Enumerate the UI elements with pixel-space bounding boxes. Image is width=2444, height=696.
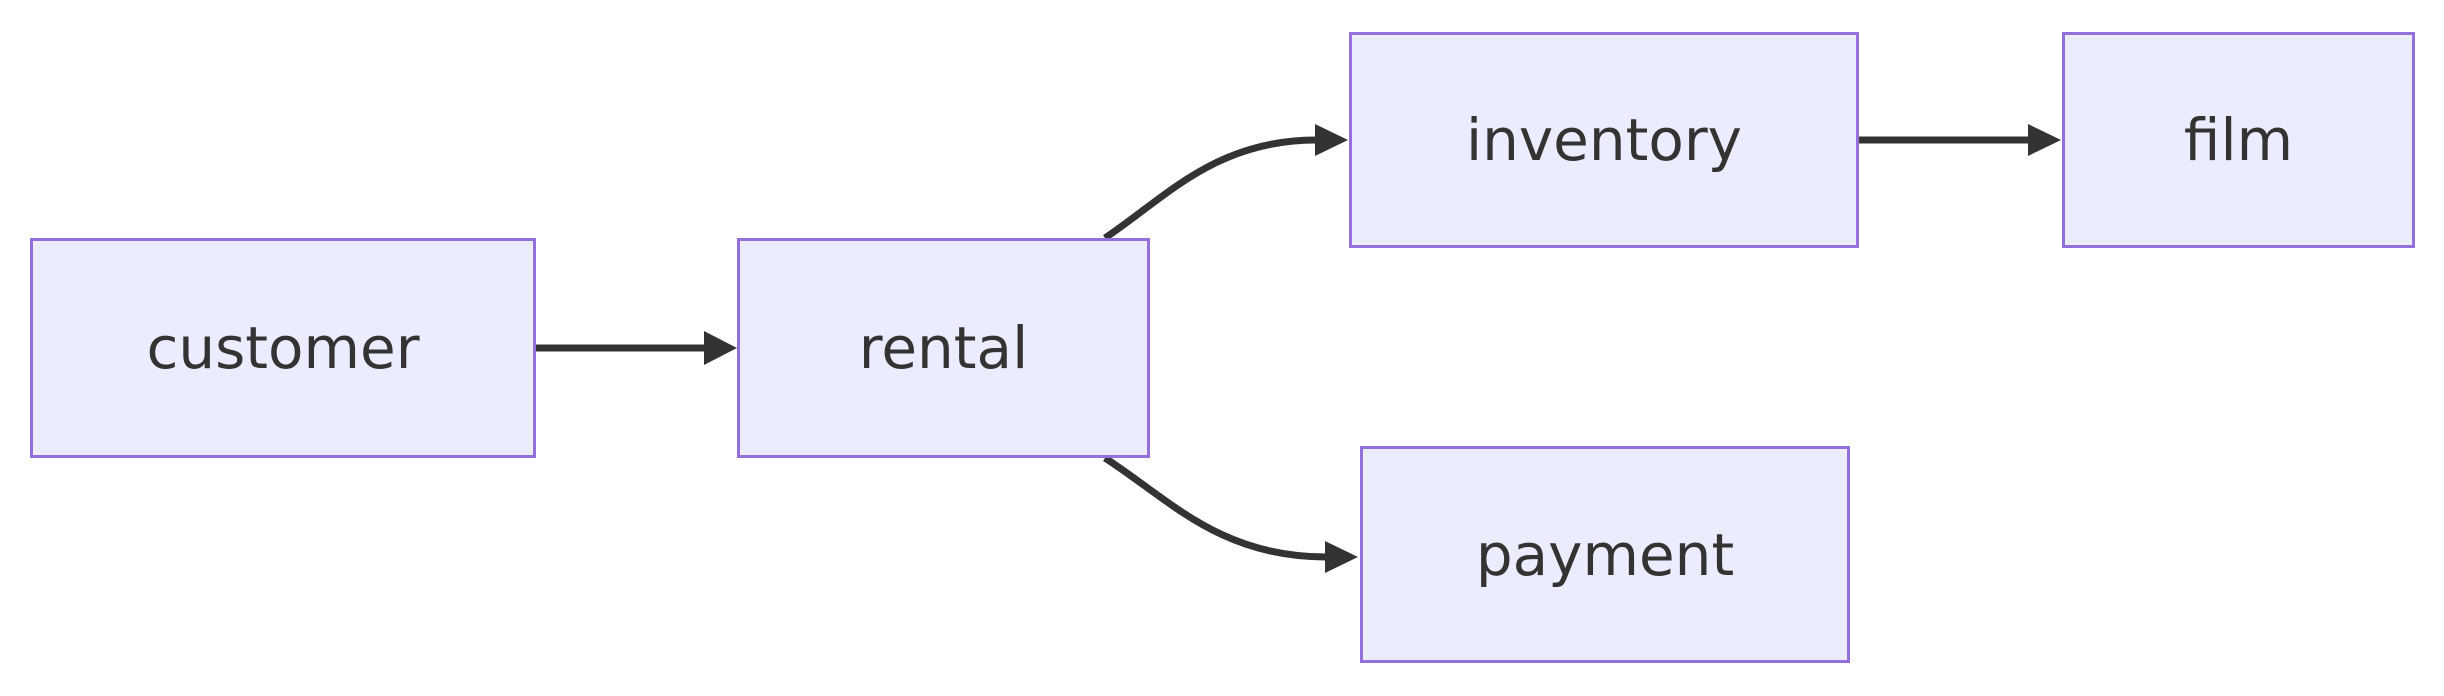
node-customer-label: customer xyxy=(146,314,420,382)
edge-rental-payment xyxy=(1103,455,1358,573)
edge-line-rental-inventory xyxy=(1103,136,1317,241)
node-payment: payment xyxy=(1360,446,1850,663)
arrowhead-icon xyxy=(2028,124,2061,156)
node-inventory: inventory xyxy=(1349,32,1859,248)
edge-rental-inventory xyxy=(1103,124,1348,241)
node-payment-label: payment xyxy=(1475,520,1735,589)
node-film: film xyxy=(2062,32,2415,248)
node-rental-label: rental xyxy=(858,314,1029,382)
node-inventory-label: inventory xyxy=(1465,106,1743,174)
arrowhead-icon xyxy=(704,331,737,365)
edge-line-rental-payment xyxy=(1103,455,1327,561)
arrowhead-icon xyxy=(1315,124,1348,156)
node-film-label: film xyxy=(2183,106,2294,174)
edge-customer-rental xyxy=(536,331,737,365)
node-rental: rental xyxy=(737,238,1150,458)
edge-inventory-film xyxy=(1859,124,2061,156)
node-customer: customer xyxy=(30,238,536,458)
arrowhead-icon xyxy=(1325,541,1358,573)
